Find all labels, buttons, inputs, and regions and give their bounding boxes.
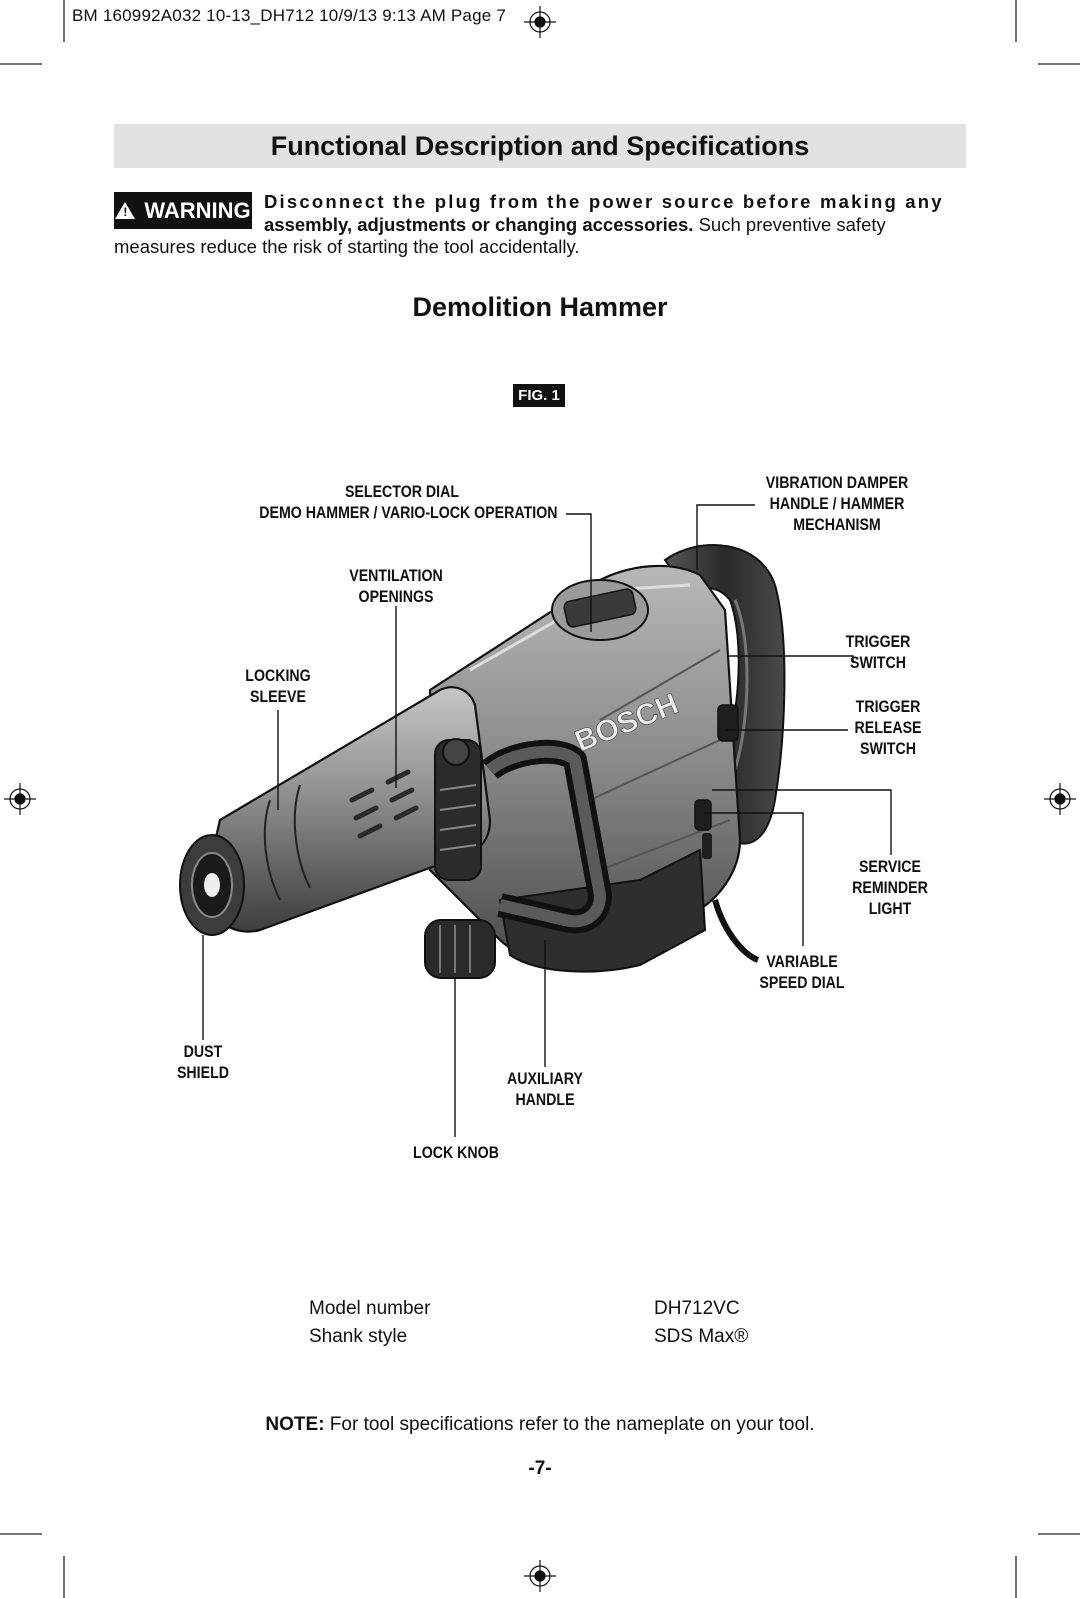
registration-mark-bottom bbox=[524, 1560, 556, 1592]
spec-key-model: Model number bbox=[309, 1298, 431, 1319]
selector-dial-shape bbox=[551, 579, 649, 641]
callout-selector-dial: SELECTOR DIAL DEMO HAMMER / VARIO-LOCK O… bbox=[259, 482, 558, 524]
page-number: -7- bbox=[528, 1458, 552, 1479]
callout-line: SPEED DIAL bbox=[759, 974, 845, 992]
callout-line: VENTILATION bbox=[349, 567, 443, 585]
callout-trigger-release-switch: TRIGGER RELEASE SWITCH bbox=[854, 697, 923, 760]
spec-value-model: DH712VC bbox=[654, 1298, 740, 1319]
spec-value-shank: SDS Max® bbox=[654, 1326, 749, 1347]
rear-handle-shape bbox=[663, 544, 786, 845]
warning-badge: ! WARNING bbox=[114, 192, 252, 229]
auxiliary-handle-shape bbox=[434, 738, 612, 934]
callout-line: HANDLE bbox=[515, 1091, 575, 1109]
section-title: Functional Description and Specification… bbox=[270, 131, 810, 161]
callout-variable-speed-dial: VARIABLE SPEED DIAL bbox=[757, 952, 846, 994]
callout-line: REMINDER bbox=[852, 879, 928, 897]
callout-line: SWITCH bbox=[860, 740, 916, 758]
callout-service-reminder-light: SERVICE REMINDER LIGHT bbox=[849, 857, 932, 920]
callout-line: LOCK KNOB bbox=[413, 1144, 499, 1162]
callout-line: VARIABLE bbox=[766, 953, 838, 971]
callout-line: SLEEVE bbox=[249, 688, 306, 706]
callout-leaders bbox=[202, 504, 892, 1137]
spec-note: NOTE: For tool specifications refer to t… bbox=[0, 1414, 1080, 1436]
callout-line: SHIELD bbox=[176, 1064, 230, 1082]
spec-key-shank: Shank style bbox=[309, 1326, 408, 1347]
print-slug: BM 160992A032 10-13_DH712 10/9/13 9:13 A… bbox=[72, 6, 506, 25]
callout-line: AUXILIARY bbox=[507, 1070, 583, 1088]
callout-locking-sleeve: LOCKING SLEEVE bbox=[244, 666, 313, 708]
callout-line: MECHANISM bbox=[793, 516, 881, 534]
warning-bold-line2: assembly, adjustments or changing access… bbox=[264, 214, 694, 235]
warning-text: Disconnect the plug from the power sourc… bbox=[264, 190, 966, 236]
callout-auxiliary-handle: AUXILIARY HANDLE bbox=[501, 1069, 589, 1111]
callout-line: OPENINGS bbox=[358, 588, 434, 606]
callout-vibration-damper: VIBRATION DAMPER HANDLE / HAMMER MECHANI… bbox=[764, 473, 910, 536]
registration-mark-top bbox=[524, 6, 556, 38]
callout-line: HANDLE / HAMMER bbox=[769, 495, 905, 513]
callout-line: VIBRATION DAMPER bbox=[765, 474, 909, 492]
note-label: NOTE: bbox=[265, 1414, 325, 1435]
callout-ventilation-openings: VENTILATION OPENINGS bbox=[344, 566, 447, 608]
warning-continuation: measures reduce the risk of starting the… bbox=[114, 236, 580, 257]
warning-triangle-icon: ! bbox=[115, 202, 136, 219]
callout-lock-knob: LOCK KNOB bbox=[412, 1143, 500, 1164]
callout-dust-shield: DUST SHIELD bbox=[171, 1042, 235, 1084]
lock-knob-shape bbox=[424, 919, 496, 979]
callout-line: LOCKING bbox=[245, 667, 311, 685]
callout-line: SELECTOR DIAL bbox=[344, 483, 460, 501]
warning-badge-label: WARNING bbox=[144, 197, 251, 223]
registration-mark-right bbox=[1044, 783, 1076, 815]
callout-line: DEMO HAMMER / VARIO-LOCK OPERATION bbox=[259, 504, 558, 522]
registration-mark-left bbox=[4, 783, 36, 815]
callout-line: LIGHT bbox=[868, 900, 912, 918]
callout-line: TRIGGER bbox=[845, 633, 911, 651]
warning-normal-tail: Such preventive safety bbox=[693, 214, 886, 235]
callout-line: SERVICE bbox=[858, 858, 922, 876]
callout-line: TRIGGER bbox=[855, 698, 921, 716]
callout-line: DUST bbox=[183, 1043, 223, 1061]
callout-line: RELEASE bbox=[854, 719, 922, 737]
warning-bold-line1: Disconnect the plug from the power sourc… bbox=[264, 191, 944, 212]
figure-label: FIG. 1 bbox=[513, 384, 565, 407]
figure-subtitle: Demolition Hammer bbox=[412, 292, 668, 322]
section-title-bar: Functional Description and Specification… bbox=[114, 124, 966, 168]
callout-line: SWITCH bbox=[850, 654, 906, 672]
callout-trigger-switch: TRIGGER SWITCH bbox=[844, 632, 913, 674]
note-text: For tool specifications refer to the nam… bbox=[324, 1414, 815, 1435]
